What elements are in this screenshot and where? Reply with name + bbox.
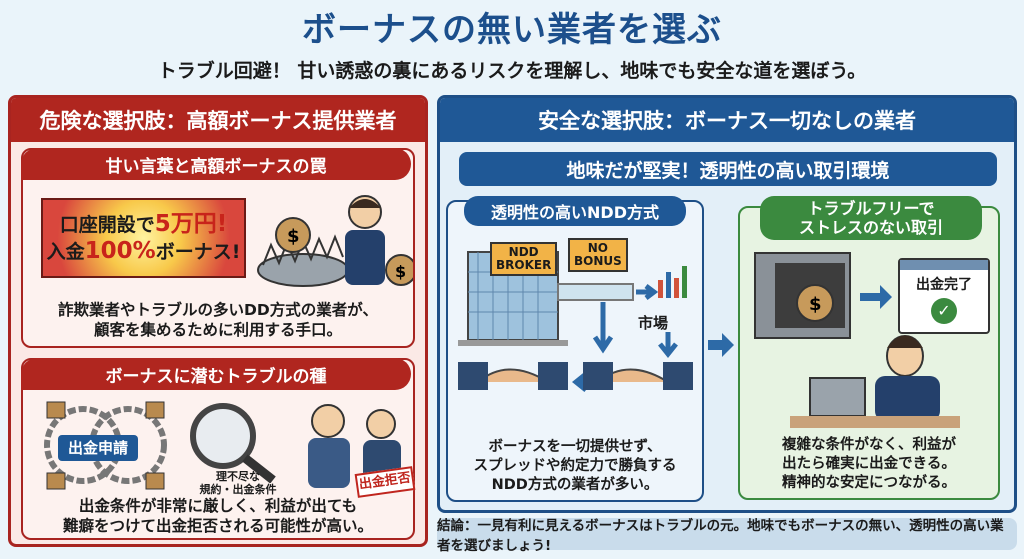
check-icon: ✓ [931,298,957,324]
withdraw-complete-window: 出金完了 ✓ [898,258,990,334]
trap-section: 甘い言葉と高額ボーナスの罠 口座開設で5万円! 入金100%ボーナス! $ $ … [21,148,415,348]
safe-header: 安全な選択肢：ボーナス一切なしの業者 [440,98,1014,142]
magnifier-caption: 理不尽な規約・出金条件 [199,470,277,496]
trap-money-illustration: $ $ [257,195,413,287]
danger-header: 危険な選択肢：高額ボーナス提供業者 [11,98,425,142]
trap-title: 甘い言葉と高額ボーナスの罠 [21,148,411,180]
withdraw-request-label: 出金申請 [58,435,138,461]
promo-text: 入金 [46,241,85,263]
svg-text:$: $ [809,294,822,315]
withdraw-complete-label: 出金完了 [916,277,972,293]
trouble-free-title: トラブルフリーでストレスのない取引 [760,196,982,240]
safe-banner: 地味だが堅実！透明性の高い取引環境 [459,152,997,186]
danger-panel: 危険な選択肢：高額ボーナス提供業者 甘い言葉と高額ボーナスの罠 口座開設で5万円… [8,95,428,547]
promo-amount: 5万円! [154,211,228,237]
promo-text: ボーナス! [155,241,241,263]
trouble-free-section: トラブルフリーでストレスのない取引 $ 出金完了 ✓ 複雑な条件がなく、利益が出… [738,196,1000,500]
trouble-section: ボーナスに潜むトラブルの種 出金申請 理不尽な規約・出金条件 出金拒否 出金条件… [21,358,416,540]
promo-percent: 100% [84,238,156,264]
promo-banner: 口座開設で5万円! 入金100%ボーナス! [41,198,246,278]
page-title: ボーナスの無い業者を選ぶ [302,10,722,50]
arrow-right-icon [708,333,734,357]
svg-text:$: $ [395,262,406,281]
safe-withdraw-illustration: $ [754,252,960,428]
magnifier-icon [190,403,276,483]
trouble-description: 出金条件が非常に厳しく、利益が出ても難癖をつけて出金拒否される可能性が高い。 [62,497,373,535]
conclusion-bar: 結論：一見有利に見えるボーナスはトラブルの元。地味でもボーナスの無い、透明性の高… [437,518,1017,554]
subtitle: トラブル回避！ 甘い誘惑の裏にあるリスクを理解し、地味でも安全な道を選ぼう。 [157,60,867,82]
market-label: 市場 [638,314,669,332]
trouble-free-description: 複雑な条件がなく、利益が出たら確実に出金できる。精神的な安定につながる。 [782,437,956,491]
trouble-title: ボーナスに潜むトラブルの種 [21,358,411,390]
svg-text:$: $ [287,226,300,247]
ndd-title: 透明性の高いNDD方式 [464,196,686,226]
trap-description: 詐欺業者やトラブルの多いDD方式の業者が、顧客を集めるために利用する手口。 [58,301,378,339]
promo-text: 口座開設で [59,214,155,236]
